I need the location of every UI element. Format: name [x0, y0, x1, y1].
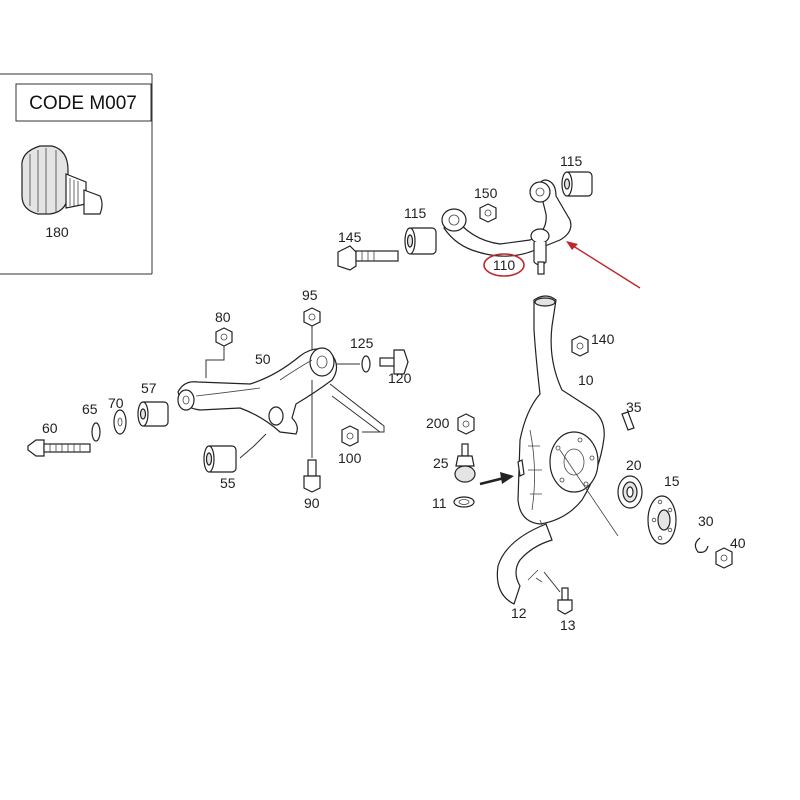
wheel-hub-15-icon — [647, 495, 677, 545]
label-140: 140 — [591, 331, 615, 347]
label-10: 10 — [578, 372, 594, 388]
washer-70-icon — [113, 409, 127, 435]
insert-arrow-icon — [479, 472, 514, 486]
label-60: 60 — [42, 420, 58, 436]
axle-nut-40-icon — [715, 547, 733, 569]
label-150: 150 — [474, 185, 498, 201]
label-115-left: 115 — [404, 205, 427, 221]
bolt-120-icon — [379, 349, 409, 375]
label-13: 13 — [560, 617, 576, 633]
lower-arm-group: 95 80 50 125 120 — [27, 287, 412, 511]
label-95: 95 — [302, 287, 318, 303]
label-12: 12 — [511, 605, 527, 621]
snap-ring-30-icon — [694, 537, 709, 553]
splash-shield-12-icon — [496, 523, 553, 605]
label-40: 40 — [730, 535, 746, 551]
label-30: 30 — [698, 513, 714, 529]
bolt-145-icon — [337, 245, 399, 271]
label-110: 110 — [493, 257, 516, 273]
label-80: 80 — [215, 309, 231, 325]
circlip-11-icon — [453, 496, 475, 508]
label-35: 35 — [626, 399, 642, 415]
steering-knuckle-10-icon — [517, 295, 605, 525]
label-200: 200 — [426, 415, 450, 431]
nut-140-icon — [571, 335, 589, 357]
label-15: 15 — [664, 473, 680, 489]
label-120: 120 — [388, 370, 412, 386]
nut-100-icon — [341, 425, 359, 447]
washer-65-icon — [91, 422, 101, 442]
highlight-ring-110 — [483, 253, 525, 277]
highlight-arrow-icon — [566, 241, 641, 289]
label-65: 65 — [82, 401, 98, 417]
label-20: 20 — [626, 457, 642, 473]
label-100: 100 — [338, 450, 362, 466]
code-box: CODE M007 180 — [0, 73, 153, 275]
knuckle-group: 140 10 35 200 — [426, 295, 746, 633]
bolt-60-icon — [27, 439, 91, 457]
wheel-bearing-20-icon — [617, 475, 643, 509]
nut-80-icon — [215, 327, 233, 347]
nut-150-icon — [479, 203, 497, 223]
upper-arm-group: 145 115 150 110 — [337, 153, 641, 289]
nut-95-icon — [303, 307, 321, 327]
label-55: 55 — [220, 475, 236, 491]
ball-joint-25-icon — [454, 443, 476, 483]
label-90: 90 — [304, 495, 320, 511]
label-115-right: 115 — [560, 153, 583, 169]
bushing-55-icon — [203, 445, 237, 473]
cv-joint-180-icon — [21, 145, 103, 215]
bolt-13-icon — [557, 587, 573, 615]
label-50: 50 — [255, 351, 271, 367]
pin-35-icon — [621, 411, 635, 431]
lower-control-arm-50-icon — [177, 347, 338, 435]
bolt-90-icon — [303, 459, 321, 493]
label-25: 25 — [433, 455, 449, 471]
upper-control-arm-110-icon — [441, 179, 572, 275]
washer-125-icon — [361, 355, 371, 373]
bushing-57-icon — [137, 401, 169, 427]
code-title: CODE M007 — [29, 93, 137, 114]
label-145: 145 — [338, 229, 362, 245]
label-11: 11 — [432, 495, 447, 511]
bushing-115-right-icon — [561, 171, 593, 197]
label-57: 57 — [141, 380, 157, 396]
label-180: 180 — [45, 224, 69, 240]
label-125: 125 — [350, 335, 374, 351]
nut-200-icon — [457, 413, 475, 435]
bushing-115-left-icon — [404, 227, 437, 255]
label-70: 70 — [108, 395, 124, 411]
